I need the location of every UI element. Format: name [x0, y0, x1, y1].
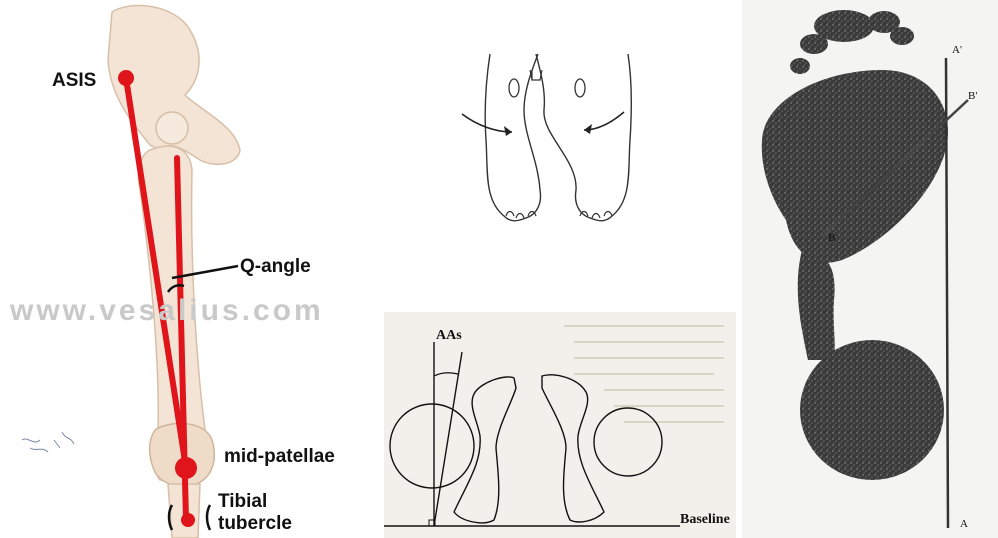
right-arrow-head	[584, 124, 592, 134]
footprint-illustration	[742, 0, 998, 538]
left-condyle-circle	[390, 404, 474, 488]
left-ankle-mark	[509, 79, 519, 97]
label-aas: AAs	[436, 328, 462, 344]
tubercle-bracket-right	[207, 505, 210, 530]
left-arrow-head	[504, 126, 512, 136]
label-q-angle: Q-angle	[240, 256, 311, 278]
label-tibial: Tibial	[218, 491, 267, 513]
scribble-marks	[22, 432, 74, 452]
label-baseline: Baseline	[680, 512, 730, 528]
label-asis: ASIS	[52, 70, 96, 92]
femoral-head	[156, 112, 188, 144]
label-mid-patellae: mid-patellae	[224, 446, 335, 468]
footprint-panel: A' B' B A	[742, 0, 998, 538]
aas-illustration	[384, 312, 736, 538]
feet-rotation-panel	[420, 40, 650, 240]
faint-text-lines	[564, 326, 724, 422]
heel-print	[800, 340, 944, 480]
label-tubercle: tubercle	[218, 513, 292, 535]
left-wing-shape	[454, 377, 516, 523]
left-rotation-arrow	[462, 114, 512, 132]
toe-print-5	[790, 58, 810, 74]
label-b: B	[828, 232, 835, 244]
label-a-prime: A'	[952, 44, 962, 56]
right-foot-outline	[536, 54, 631, 221]
asis-point	[118, 70, 134, 86]
q-angle-femur-panel: www.vesalius.com ASIS Q-angle mid-patell…	[0, 0, 370, 538]
label-a: A	[960, 518, 968, 530]
tibial-tubercle-point	[181, 513, 195, 527]
toe-print-4	[800, 34, 828, 54]
toe-print-3	[890, 27, 914, 45]
midfoot-print	[798, 250, 835, 360]
angled-axis-line	[434, 352, 462, 526]
angle-arc	[434, 373, 458, 376]
feet-sketch	[420, 40, 650, 240]
label-b-prime: B'	[968, 90, 977, 102]
right-ankle-mark	[575, 79, 585, 97]
watermark-text: www.vesalius.com	[10, 294, 324, 328]
forefoot-print	[762, 70, 948, 263]
right-condyle-circle	[594, 408, 662, 476]
mid-patellae-point	[175, 457, 197, 479]
aas-baseline-panel: AAs Baseline	[384, 312, 736, 538]
